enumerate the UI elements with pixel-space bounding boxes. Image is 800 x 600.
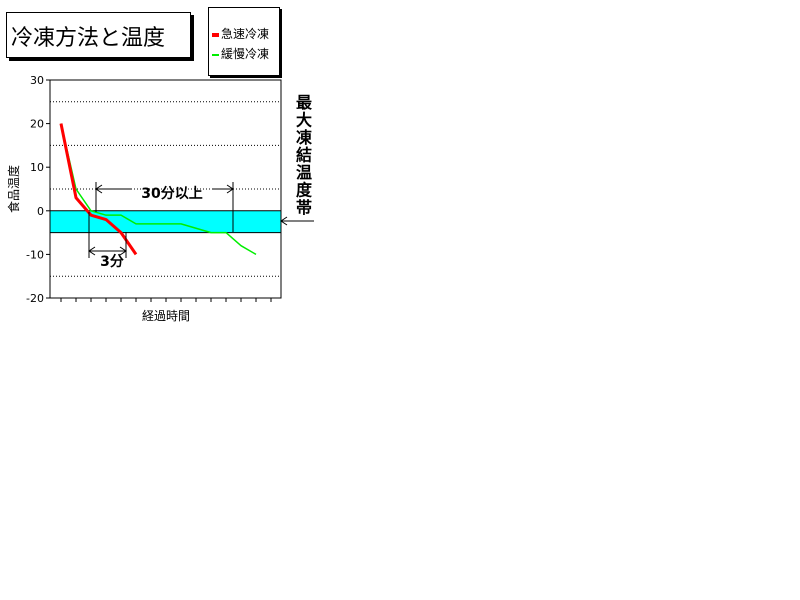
y-tick-label: -10 bbox=[26, 248, 44, 261]
y-tick-label: 20 bbox=[30, 118, 44, 131]
y-tick-label: 10 bbox=[30, 161, 44, 174]
band-label-char: 凍 bbox=[296, 128, 312, 147]
legend-item-slow: 緩慢冷凍 bbox=[212, 45, 269, 62]
chart-title: 冷凍方法と温度 bbox=[11, 26, 166, 51]
band-label-char: 温 bbox=[295, 163, 312, 182]
arrow-fast-left bbox=[88, 246, 96, 256]
y-axis-label: 食品温度 bbox=[6, 165, 21, 213]
y-tick-label: 30 bbox=[30, 74, 44, 87]
y-tick-label: -20 bbox=[26, 292, 44, 305]
y-tick-label: 0 bbox=[37, 205, 44, 218]
annotation-fast-duration: 3分 bbox=[100, 254, 124, 270]
band-label-char: 帯 bbox=[296, 198, 312, 217]
band-label-char: 結 bbox=[296, 146, 312, 165]
x-axis-label: 経過時間 bbox=[142, 309, 190, 323]
band-label: 最大凍結温度帯 bbox=[295, 93, 313, 217]
legend-label-slow: 緩慢冷凍 bbox=[221, 47, 270, 61]
series-line-slow bbox=[60, 123, 257, 256]
legend-item-fast: 急速冷凍 bbox=[212, 25, 269, 42]
band-label-char: 最 bbox=[296, 93, 313, 112]
legend: 急速冷凍 緩慢冷凍 bbox=[208, 7, 280, 76]
legend-swatch-fast bbox=[212, 32, 219, 37]
arrow-slow-right bbox=[226, 184, 234, 194]
annotation-slow-duration: 30分以上 bbox=[141, 186, 202, 202]
legend-label-fast: 急速冷凍 bbox=[221, 27, 270, 41]
arrow-slow-left bbox=[95, 184, 103, 194]
chart-title-box: 冷凍方法と温度 bbox=[6, 12, 191, 58]
freezing-band bbox=[50, 210, 281, 233]
band-label-char: 度 bbox=[296, 181, 313, 200]
series-line-fast bbox=[59, 123, 138, 256]
arrow-fast-right bbox=[119, 246, 127, 256]
band-label-char: 大 bbox=[296, 111, 312, 130]
legend-swatch-slow bbox=[212, 53, 219, 56]
